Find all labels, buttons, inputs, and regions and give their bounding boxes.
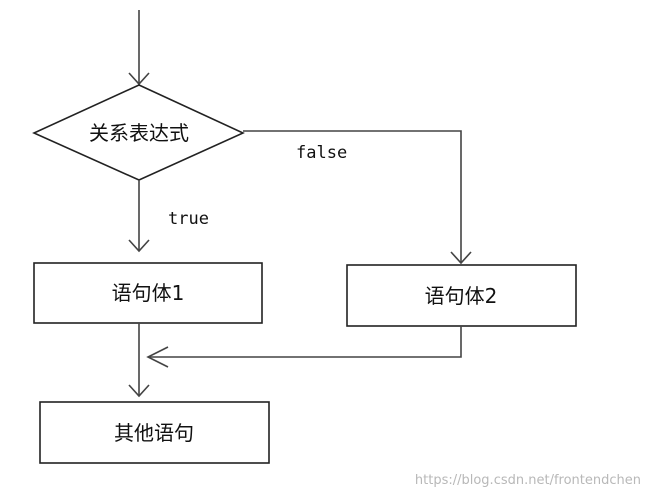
false-branch-line (243, 130, 462, 263)
true-branch-arrowhead (128, 239, 150, 253)
other-statement-box (39, 401, 270, 464)
statement2-label: 语句体2 (425, 284, 498, 308)
other-statement-label: 其他语句 (114, 421, 194, 445)
false-label: false (296, 143, 347, 163)
statement2-box (346, 264, 577, 327)
watermark-url: https://blog.csdn.net/frontendchen (415, 473, 641, 488)
entry-arrowhead (128, 72, 150, 86)
merge-line (148, 326, 462, 358)
false-branch-arrowhead (450, 251, 472, 265)
true-label: true (168, 209, 209, 229)
statement1-exit-arrowhead (128, 384, 150, 398)
merge-arrowhead (146, 346, 169, 368)
statement1-label: 语句体1 (112, 281, 185, 305)
condition-label: 关系表达式 (89, 121, 189, 145)
statement1-box (33, 262, 263, 324)
